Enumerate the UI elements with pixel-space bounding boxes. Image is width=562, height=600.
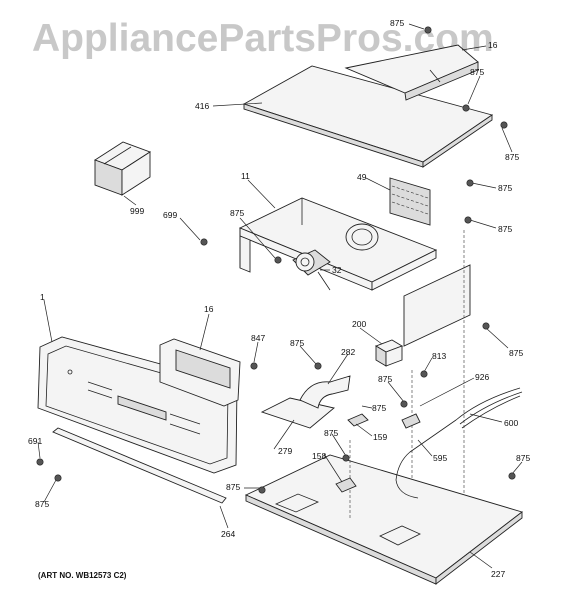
callout-16: 16: [488, 40, 498, 50]
top-cover-part: [242, 65, 494, 168]
leader-lines: [37, 23, 523, 569]
callout-875: 875: [509, 348, 523, 358]
switch-part: [335, 413, 421, 493]
callout-875: 875: [516, 453, 530, 463]
callout-labels: 875 16 875 416 875 999 11 49 875 875 699…: [28, 18, 530, 579]
callout-200: 200: [352, 319, 366, 329]
callout-926: 926: [475, 372, 489, 382]
callout-875: 875: [324, 428, 338, 438]
trim-strip-part: [52, 427, 227, 504]
callout-595: 595: [433, 453, 447, 463]
wire-harness-part: [395, 387, 523, 499]
callout-16: 16: [204, 304, 214, 314]
callout-875: 875: [498, 183, 512, 193]
callout-159: 159: [373, 432, 387, 442]
relay-block-part: [374, 339, 404, 367]
art-number-caption: (ART NO. WB12573 C2): [38, 571, 127, 580]
callout-264: 264: [221, 529, 235, 539]
callout-875: 875: [505, 152, 519, 162]
callout-875: 875: [378, 374, 392, 384]
callout-1: 1: [40, 292, 45, 302]
callout-999: 999: [130, 206, 144, 216]
bottom-tray-part: [244, 440, 523, 585]
callout-227: 227: [491, 569, 505, 579]
vent-duct-part: [260, 375, 351, 429]
callout-875: 875: [470, 67, 484, 77]
callout-282: 282: [341, 347, 355, 357]
callout-691: 691: [28, 436, 42, 446]
callout-279: 279: [278, 446, 292, 456]
callout-875: 699: [163, 210, 177, 220]
callout-813: 813: [432, 351, 446, 361]
callout-875: 875: [290, 338, 304, 348]
screw-fasteners: [36, 26, 516, 494]
callout-600: 600: [504, 418, 518, 428]
callout-875: 875: [226, 482, 240, 492]
callout-416: 416: [195, 101, 209, 111]
vent-bracket-part: [344, 44, 479, 101]
callout-699: 875: [230, 208, 244, 218]
watermark-text: AppliancePartsPros.com: [32, 17, 494, 60]
callout-11: 11: [241, 171, 250, 181]
callout-32: 32: [332, 265, 342, 275]
callout-49: 49: [357, 172, 367, 182]
callout-875: 875: [35, 499, 49, 509]
callout-847: 847: [251, 333, 265, 343]
callout-875: 875: [372, 403, 386, 413]
callout-158: 158: [312, 451, 326, 461]
callout-875: 875: [390, 18, 404, 28]
blower-motor-part: [292, 249, 331, 291]
control-panel-part: [37, 336, 238, 474]
control-board-part: [159, 338, 241, 407]
callout-875: 875: [498, 224, 512, 234]
box-part: [93, 141, 152, 196]
